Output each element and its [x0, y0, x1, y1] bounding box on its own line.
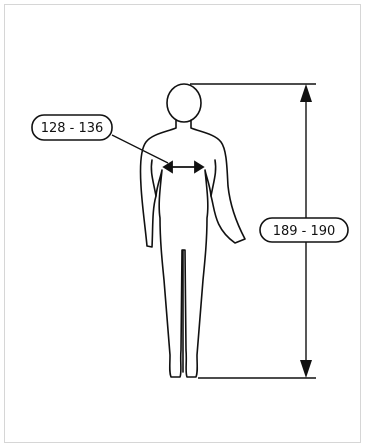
- chest-measurement-text: 128 - 136: [41, 121, 104, 136]
- body-silhouette: [141, 84, 245, 377]
- height-measurement-text: 189 - 190: [273, 224, 336, 239]
- chest-arrow: [164, 162, 203, 172]
- height-measurement-label: 189 - 190: [260, 218, 348, 242]
- chest-leader-line: [112, 135, 168, 163]
- chest-measurement-label: 128 - 136: [32, 115, 112, 140]
